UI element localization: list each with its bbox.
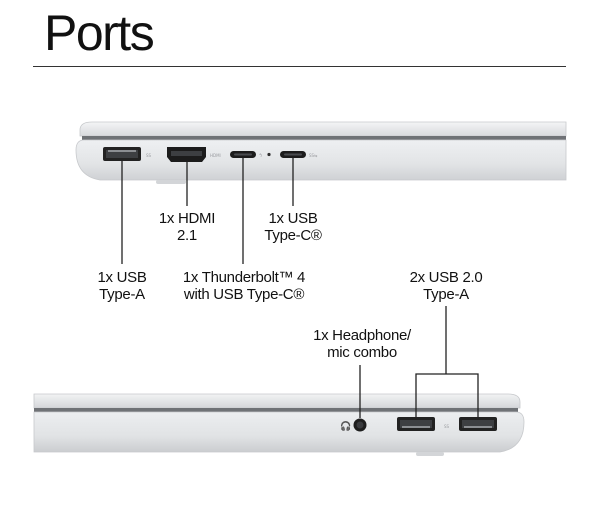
laptop-right-lid [33,393,521,409]
laptop-right-base [33,411,525,453]
bottom-callouts [359,306,479,418]
label-thunderbolt-line2: with USB Type-C® [183,286,305,303]
label-headphone-line1: 1x Headphone/ [313,327,411,344]
callout-usb2-bracket [415,373,479,417]
label-thunderbolt: 1x Thunderbolt™ 4 with USB Type-C® [172,269,316,303]
label-hdmi: 1x HDMI 2.1 [146,210,228,244]
svg-text:SS: SS [444,424,450,429]
usb-c-port: SS⇆ [280,151,318,158]
laptop-right-foot [416,452,444,456]
laptop-left-foot [156,180,186,184]
label-headphone: 1x Headphone/ mic combo [300,327,424,361]
label-usb-c: 1x USB Type-C® [250,210,336,244]
hdmi-port: HDMI [167,147,221,162]
usb-a-port-right-1 [397,417,435,431]
label-usb-2-line1: 2x USB 2.0 [409,269,483,286]
label-usb-c-line1: 1x USB [268,210,318,227]
charging-light [267,152,271,157]
label-hdmi-line2: 2.1 [177,227,197,244]
label-thunderbolt-line1: 1x Thunderbolt™ 4 [182,269,306,286]
headphone-icon: 🎧 [340,420,351,432]
usb-a-port-right-2: SS [444,417,497,431]
svg-text:SS⇆: SS⇆ [309,153,318,158]
label-hdmi-line1: 1x HDMI [158,210,216,227]
headphone-jack: 🎧 [340,418,367,432]
svg-text:SS: SS [146,153,152,158]
laptop-right-seam [34,408,518,412]
page-title: Ports [44,5,155,61]
label-usb-2: 2x USB 2.0 Type-A [398,269,494,303]
svg-text:HDMI: HDMI [210,153,221,158]
thunderbolt-port: ϟ [230,151,262,159]
laptop-left-side: SS HDMI ϟ SS⇆ [75,121,567,184]
label-usb-a-left: 1x USB Type-A [84,269,160,303]
laptop-left-base [75,139,567,181]
top-callouts [121,158,294,264]
laptop-left-lid [79,121,567,137]
svg-text:ϟ: ϟ [259,153,262,159]
laptop-left-seam [82,136,566,140]
label-usb-a-left-line2: Type-A [99,286,145,303]
usb-a-port-left: SS [103,147,152,161]
label-usb-c-line2: Type-C® [264,227,322,244]
title-divider [33,66,566,67]
laptop-right-side: 🎧 SS [33,393,525,456]
label-usb-a-left-line1: 1x USB [97,269,147,286]
label-usb-2-line2: Type-A [423,286,469,303]
label-headphone-line2: mic combo [327,344,397,361]
